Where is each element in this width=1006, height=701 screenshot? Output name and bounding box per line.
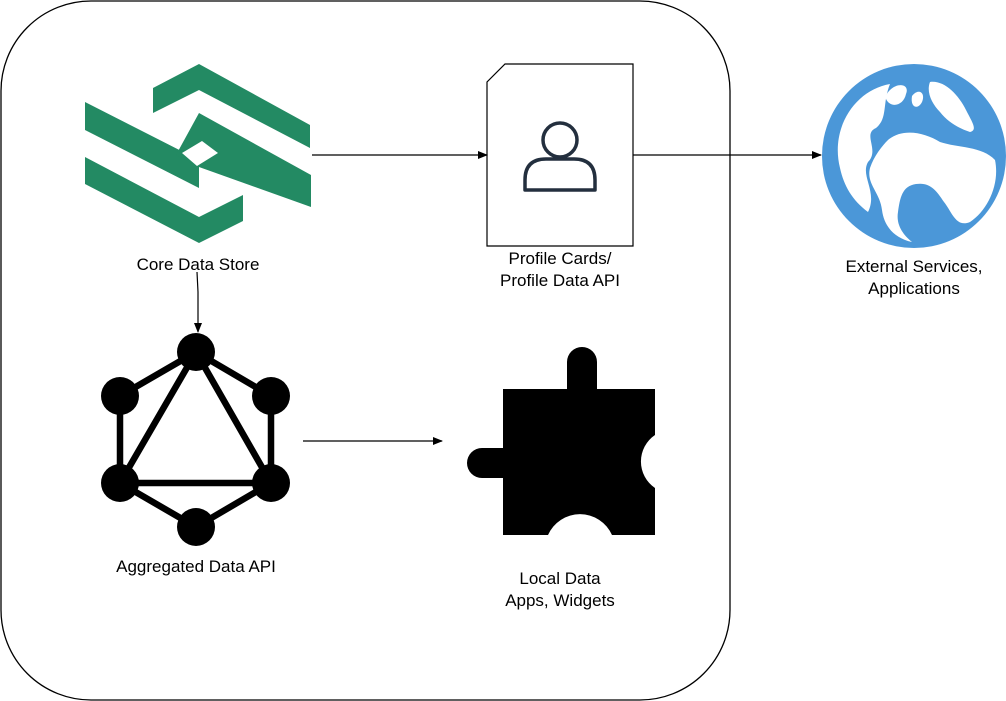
- aggregated-data-api-label: Aggregated Data API: [116, 557, 276, 576]
- core-data-store-label: Core Data Store: [136, 255, 260, 274]
- profile-cards-label-line-1: Profile Cards/: [508, 249, 612, 268]
- profile-cards-label-line-2: Profile Data API: [499, 271, 620, 290]
- core-data-store-logo-icon: [85, 64, 311, 243]
- system-boundary: [0, 0, 731, 701]
- local-apps-label-line-1: Local Data: [519, 569, 601, 588]
- profile-cards-label: Profile Cards/ Profile Data API: [460, 248, 660, 292]
- external-services-label: External Services, Applications: [814, 256, 1006, 300]
- external-services-label-line-1: External Services,: [845, 257, 983, 276]
- external-services-label-line-2: Applications: [868, 279, 960, 298]
- local-apps-label-line-2: Apps, Widgets: [505, 591, 615, 610]
- local-apps-label: Local Data Apps, Widgets: [460, 568, 660, 612]
- globe-icon: [822, 64, 1006, 248]
- graphql-icon: [101, 333, 290, 546]
- edge-core-to-aggregated: [194, 271, 202, 333]
- user-card-icon: [486, 63, 634, 247]
- puzzle-piece-icon: [467, 347, 655, 535]
